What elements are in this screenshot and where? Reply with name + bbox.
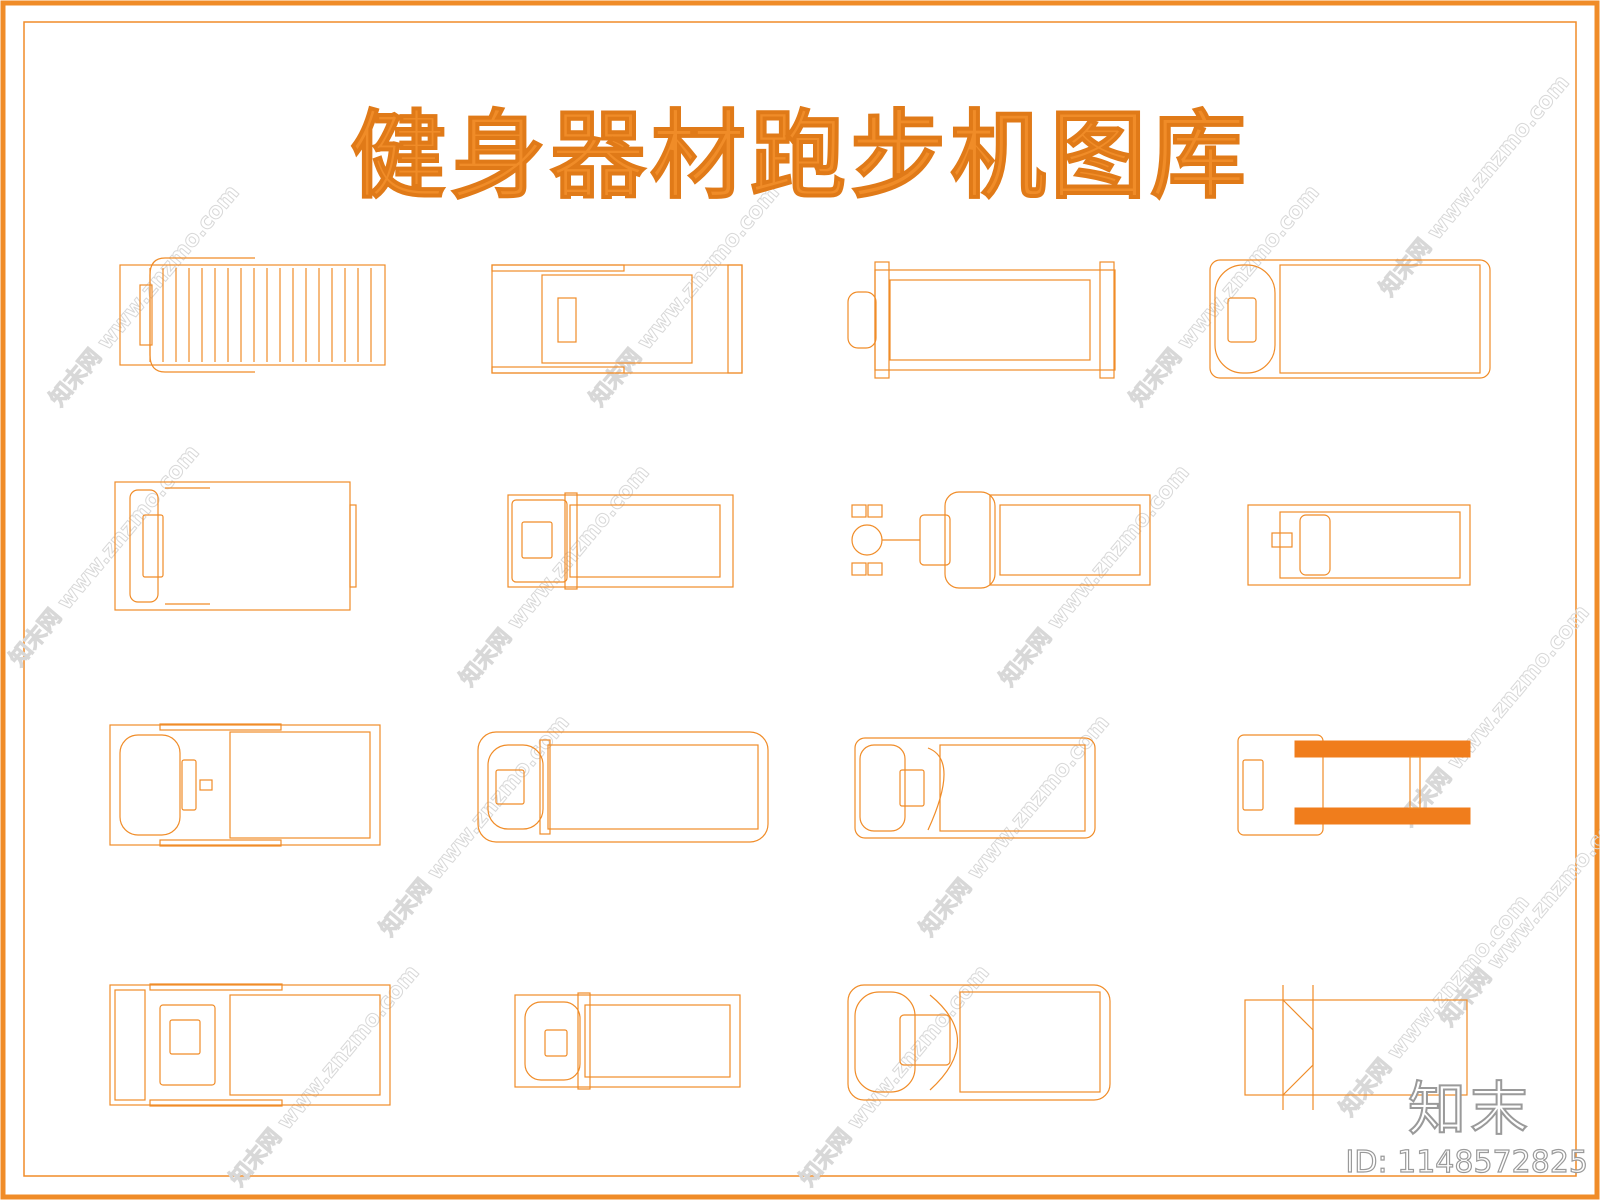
treadmill-symbol [507,492,734,590]
treadmill-symbol [477,731,769,843]
treadmill-symbol [119,257,386,373]
treadmill-symbol [854,737,1096,839]
treadmill-symbol [114,481,357,611]
treadmill-symbol [1209,259,1491,379]
treadmill-symbol [514,992,741,1090]
inner-frame [23,21,1577,1177]
watermark-text: 知末网 www.znzmo.com [5,440,205,671]
asset-id: ID: 1148572825 [1345,1144,1589,1180]
treadmill-symbol [1247,504,1471,586]
treadmill-symbol [851,491,1151,589]
treadmill-symbol [1244,985,1468,1110]
treadmill-symbol [847,261,1116,379]
treadmill-grid [109,257,1491,1110]
watermark-text: 知末网 www.znzmo.com [375,710,575,941]
treadmill-symbol [109,723,381,847]
treadmill-symbol [1237,734,1471,836]
treadmill-symbol [491,264,743,374]
brand-logo: 知末 [1407,1074,1532,1144]
treadmill-symbol [109,983,391,1107]
treadmill-symbol [847,984,1111,1101]
page-title: 健身器材跑步机图库 [350,100,1250,213]
watermark-layer: 知末网 www.znzmo.com 知末网 www.znzmo.com 知末网 ww… [4,69,1600,1191]
watermark-text: 知末网 www.znzmo.com [795,960,995,1191]
watermark-text: 知末网 www.znzmo.com [1395,600,1595,831]
